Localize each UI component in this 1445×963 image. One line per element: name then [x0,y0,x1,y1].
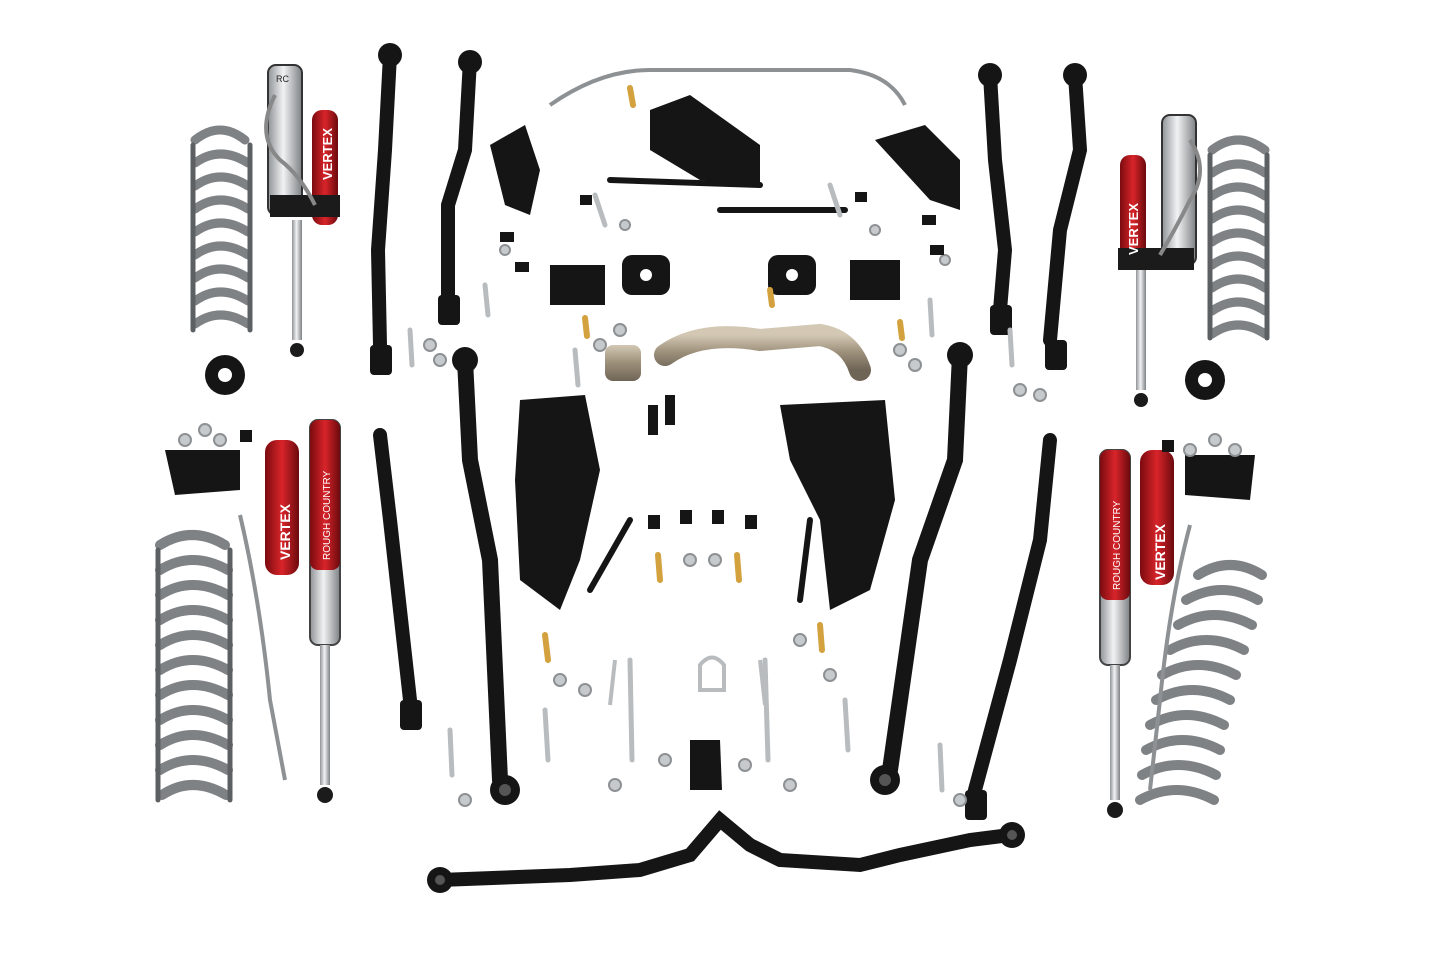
control-arms [370,48,1088,887]
series-label: ROUGH COUNTRY [322,470,333,560]
shock-rear-right: VERTEX ROUGH COUNTRY [1099,449,1174,818]
vertex-label: VERTEX [1126,203,1141,255]
vertex-label: VERTEX [320,128,335,180]
sway-bar-end-links [608,655,767,706]
shock-front-right: VERTEX [1118,114,1202,407]
brake-lines [238,68,1192,791]
arm-bushings [370,43,1087,893]
arm-bushing-centers [435,774,1017,885]
spring-isolators [205,355,1225,400]
bump-stop-spacers [622,255,816,295]
vertex-label: VERTEX [277,503,293,560]
coil-spring-rear-left [155,530,233,803]
coil-spring-rear-right [1135,560,1267,805]
hardware-nuts [240,192,1174,529]
exhaust-spacer-pipe [605,323,871,381]
shock-front-left: VERTEX RC [264,64,340,357]
vertex-label: VERTEX [1152,523,1168,580]
shock-rear-left: VERTEX ROUGH COUNTRY [265,419,341,803]
brackets [165,95,1255,790]
rc-cap-label: RC [276,74,289,84]
coil-spring-front-left [190,125,253,333]
series-label: ROUGH COUNTRY [1112,500,1123,590]
hardware-washers [178,219,1242,807]
coil-spring-front-right [1207,135,1270,341]
sway-bar-links [587,177,848,603]
hardware-bolts [407,85,1015,793]
